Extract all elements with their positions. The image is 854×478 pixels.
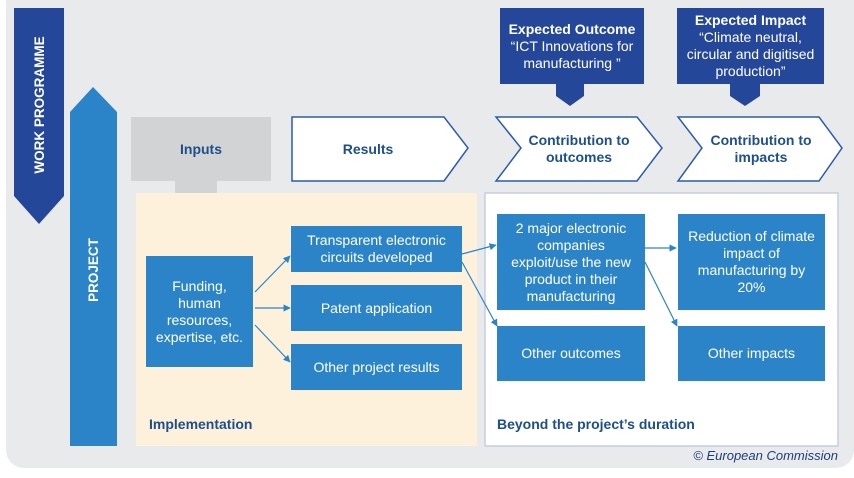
impacts-chevron bbox=[676, 116, 843, 182]
expected-outcome-callout bbox=[500, 8, 644, 106]
results-chevron bbox=[291, 116, 469, 182]
project-text: PROJECT bbox=[85, 238, 101, 302]
impacts-label: Contribution to impacts bbox=[710, 132, 812, 165]
expected-outcome-title: Expected Outcome bbox=[508, 20, 636, 37]
arrow-funding-other-results bbox=[254, 324, 291, 363]
inputs-label: Inputs bbox=[180, 141, 222, 157]
project-arrow bbox=[70, 87, 117, 446]
arrow-transparent-major bbox=[461, 243, 497, 255]
patent-application-box: Patent application bbox=[291, 285, 462, 331]
expected-impact-title: Expected Impact bbox=[694, 12, 807, 28]
inputs-arrow bbox=[131, 117, 271, 215]
expected-impact-box: Expected Impact “Climate neutral, circul… bbox=[677, 10, 824, 82]
expected-impact-callout bbox=[677, 8, 824, 106]
beyond-label: Beyond the project’s duration bbox=[497, 416, 695, 432]
funding-box: Funding, human resources, expertise, etc… bbox=[146, 256, 253, 367]
expected-outcome-text: “ICT Innovations for manufacturing ” bbox=[510, 37, 634, 71]
expected-impact-text: “Climate neutral, circular and digitised… bbox=[686, 29, 815, 79]
reduction-box: Reduction of climate impact of manufactu… bbox=[678, 214, 825, 310]
results-label: Results bbox=[342, 141, 394, 157]
arrow-transparent-other-outcomes bbox=[461, 261, 498, 327]
copyright-text: © European Commission bbox=[693, 448, 838, 463]
outcomes-chevron bbox=[494, 116, 663, 182]
work-programme-text: WORK PROGRAMME bbox=[31, 36, 47, 174]
other-project-results-box: Other project results bbox=[291, 344, 462, 390]
other-outcomes-box: Other outcomes bbox=[497, 326, 645, 381]
expected-outcome-box: Expected Outcome “ICT Innovations for ma… bbox=[500, 10, 644, 82]
other-impacts-box: Other impacts bbox=[678, 326, 825, 381]
project-label: PROJECT bbox=[82, 210, 104, 330]
implementation-label: Implementation bbox=[149, 416, 253, 432]
major-companies-box: 2 major electronic companies exploit/use… bbox=[497, 214, 645, 310]
outcomes-label: Contribution to outcomes bbox=[528, 132, 630, 165]
work-programme-arrow bbox=[14, 8, 64, 224]
work-programme-label: WORK PROGRAMME bbox=[28, 15, 50, 195]
arrow-funding-transparent bbox=[254, 255, 291, 293]
transparent-circuits-box: Transparent electronic circuits develope… bbox=[291, 226, 462, 272]
arrow-major-other-impacts bbox=[644, 261, 678, 327]
